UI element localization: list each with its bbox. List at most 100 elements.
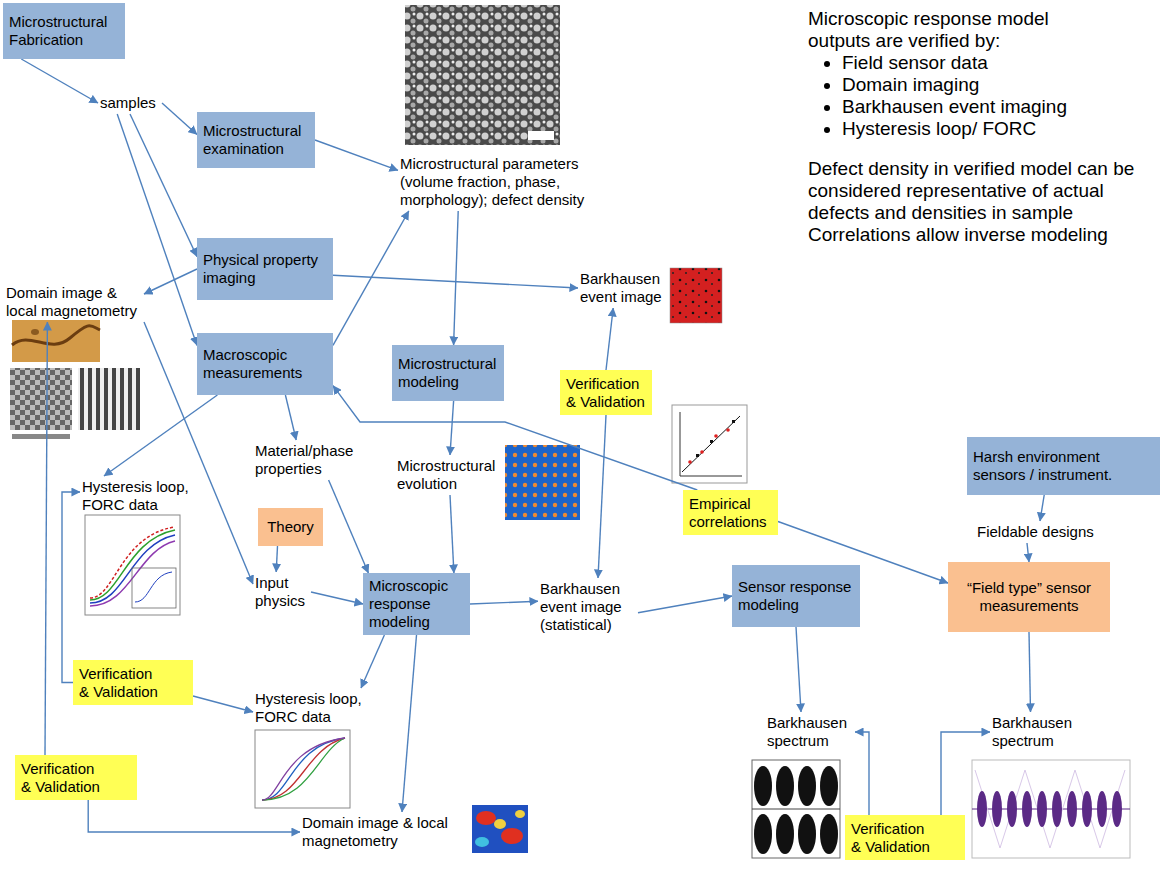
connector-arrow xyxy=(598,415,606,578)
spectrum-burst xyxy=(776,814,794,854)
spectrum-burst xyxy=(1097,791,1107,827)
node-text: Empirical correlations xyxy=(689,495,772,531)
text-node: Fieldable designs xyxy=(975,521,1105,543)
domain-map xyxy=(472,805,528,853)
node-text: Microstructural modeling xyxy=(398,355,498,391)
hysteresis-plot xyxy=(255,730,350,808)
node-text: Theory xyxy=(264,518,317,536)
text-node: Hysteresis loop, FORC data xyxy=(80,476,200,516)
node-text: Harsh environment sensors / instrument. xyxy=(973,448,1154,484)
node-text: Macroscopic measurements xyxy=(203,346,327,382)
scatter-plot xyxy=(672,405,747,483)
spectrum-axis xyxy=(752,809,840,810)
node-text: Hysteresis loop, FORC data xyxy=(255,690,371,726)
bullet-item: Domain imaging xyxy=(842,74,1163,96)
node-text: Hysteresis loop, FORC data xyxy=(82,478,198,514)
domain-blob xyxy=(494,819,506,829)
connector-arrow xyxy=(941,732,990,815)
input-box: “Field type” sensor measurements xyxy=(948,562,1110,632)
connector-arrow xyxy=(130,114,197,257)
node-text: Input physics xyxy=(255,574,309,610)
colour-bar xyxy=(12,434,70,439)
data-point xyxy=(714,434,718,438)
data-point xyxy=(710,440,713,443)
text-node: Material/phase properties xyxy=(253,440,361,480)
domain-spot xyxy=(31,329,39,335)
node-text: Microstructural parameters (volume fract… xyxy=(400,155,611,209)
scale-bar xyxy=(528,131,554,140)
node-text: Microstructural examination xyxy=(203,122,309,158)
text-node: Input physics xyxy=(253,572,311,612)
validation-box: Empirical correlations xyxy=(683,490,778,535)
text-node: Microstructural evolution xyxy=(395,455,505,495)
spectrum-burst xyxy=(820,814,838,854)
note-text: Defect density in verified model can be … xyxy=(808,158,1163,224)
connector-arrow xyxy=(193,696,253,712)
spectrum-burst xyxy=(1037,791,1047,827)
crack-line xyxy=(12,326,100,345)
spectrum-burst xyxy=(776,766,794,806)
data-point xyxy=(688,460,692,464)
connector-arrow xyxy=(361,635,384,688)
data-point xyxy=(732,420,735,423)
node-text: Verification & Validation xyxy=(21,760,107,796)
connector-arrow xyxy=(311,592,363,604)
validation-box: Verification & Validation xyxy=(15,755,137,800)
domain-photo xyxy=(12,320,100,362)
node-text: Microstructural Fabrication xyxy=(9,13,119,49)
hysteresis-plot xyxy=(85,515,180,615)
validation-box: Verification & Validation xyxy=(73,660,193,705)
text-node: Microstructural parameters (volume fract… xyxy=(398,153,613,211)
hysteresis-curve xyxy=(262,738,345,800)
spectrum-burst xyxy=(992,791,1002,827)
node-text: Verification & Validation xyxy=(566,375,646,411)
spectrum-burst xyxy=(1082,791,1092,827)
spectrum-burst xyxy=(1052,791,1062,827)
hysteresis-curve xyxy=(262,738,345,800)
domain-blob xyxy=(501,828,523,844)
spectrum-burst xyxy=(1112,791,1122,827)
spectrum-burst xyxy=(1007,791,1017,827)
domain-image-b xyxy=(78,368,140,430)
node-text: Verification & Validation xyxy=(79,665,165,701)
process-box: Macroscopic measurements xyxy=(197,333,333,395)
connector-arrow xyxy=(329,480,369,573)
hysteresis-curve xyxy=(262,738,345,800)
process-box: Microstructural Fabrication xyxy=(3,3,125,59)
connector-arrow xyxy=(796,627,801,712)
connector-arrow xyxy=(454,211,459,345)
connector-arrow xyxy=(62,492,80,683)
connector-arrow xyxy=(162,103,197,134)
hysteresis-curve xyxy=(90,530,175,600)
node-text: Physical property imaging xyxy=(203,251,327,287)
domain-image-a xyxy=(10,368,72,430)
inset-curve xyxy=(135,572,172,602)
connector-arrow xyxy=(450,401,454,455)
text-node: Domain image & local magnetometry xyxy=(300,812,470,852)
spectrum-burst xyxy=(754,814,772,854)
data-point xyxy=(700,450,704,454)
connector-arrow xyxy=(104,395,217,476)
hysteresis-curve xyxy=(90,527,175,598)
node-text: Verification & Validation xyxy=(851,820,937,856)
data-point xyxy=(726,428,730,432)
node-text: Barkhausen spectrum xyxy=(767,714,853,750)
text-node: Barkhausen event image (statistical) xyxy=(538,578,638,636)
plot-axes xyxy=(680,412,742,476)
connector-arrow xyxy=(276,546,277,572)
node-text: samples xyxy=(100,94,160,112)
validation-box: Verification & Validation xyxy=(560,370,652,415)
process-box: Harsh environment sensors / instrument. xyxy=(967,437,1160,495)
node-text: Barkhausen event image xyxy=(580,270,664,306)
connector-arrow xyxy=(402,635,417,812)
spectrum-plot xyxy=(972,760,1130,858)
connector-arrow xyxy=(450,495,454,573)
node-text: Barkhausen event image (statistical) xyxy=(540,580,636,634)
spectrum-burst xyxy=(754,766,772,806)
connector-arrow xyxy=(285,395,296,440)
text-node: Barkhausen spectrum xyxy=(765,712,855,752)
node-text: Material/phase properties xyxy=(255,442,359,478)
spectrum-burst xyxy=(798,814,816,854)
process-box: Physical property imaging xyxy=(197,238,333,300)
evolution-image xyxy=(505,445,580,520)
